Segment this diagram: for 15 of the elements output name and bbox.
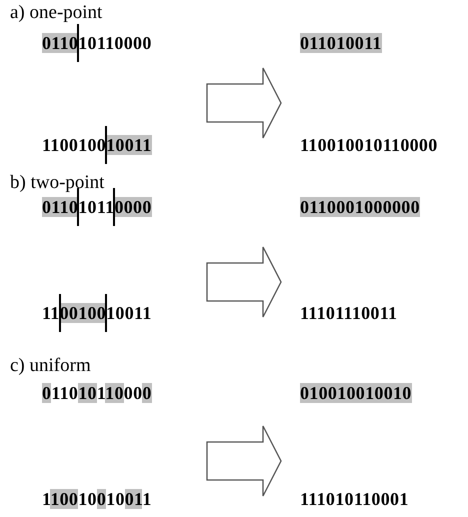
bit-string: 11101110011 — [300, 302, 398, 324]
bit-string: 011010011 — [300, 32, 382, 54]
bit-string: 010010010010 — [300, 382, 412, 404]
section-heading: a) one-point — [10, 2, 102, 23]
bit-string: 011010110000 — [42, 32, 152, 54]
bit-string: 011010110000 — [42, 382, 152, 404]
bit-string: 110010010011 — [42, 134, 152, 156]
bit-string: 111010110001 — [300, 488, 409, 510]
section-heading: b) two-point — [10, 172, 104, 193]
section-heading: c) uniform — [10, 355, 91, 376]
bit-string: 110010010011 — [42, 488, 152, 510]
bit-string: 110010010110000 — [300, 134, 438, 156]
bit-string: 110010010011 — [42, 302, 152, 324]
bit-string: 0110001000000 — [300, 196, 420, 218]
bit-string: 011010110000 — [42, 196, 152, 218]
